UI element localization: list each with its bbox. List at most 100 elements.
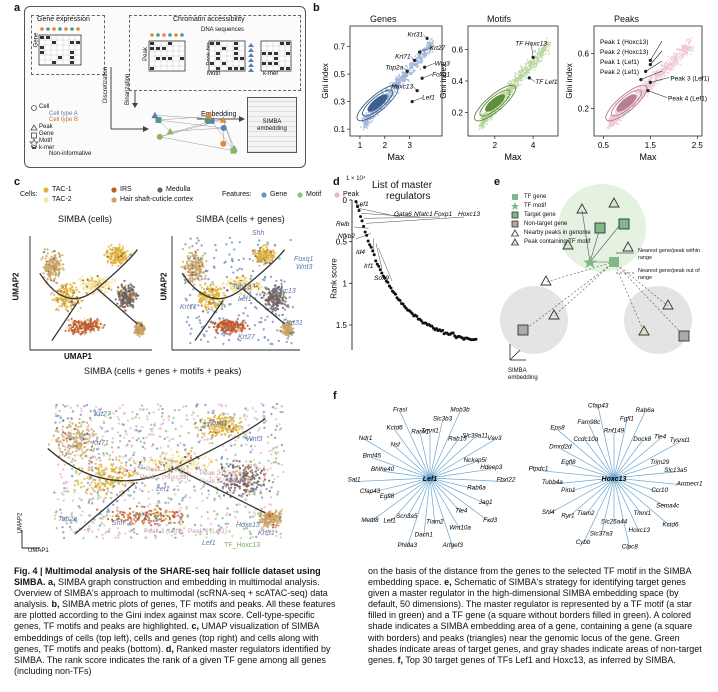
scatter-point: [514, 80, 516, 82]
scatter-point: [641, 91, 644, 94]
scatter-point: [428, 41, 431, 44]
cell-point: [57, 252, 60, 255]
cell-point: [251, 259, 255, 262]
cell-point: [241, 326, 244, 329]
scatter-point: [521, 78, 524, 81]
scatter-point: [642, 88, 645, 91]
cell-point: [216, 326, 219, 329]
cell-point: [143, 328, 147, 331]
cell-point: [79, 319, 82, 322]
cell-point: [58, 305, 61, 308]
cell-point: [49, 277, 52, 280]
cell-point: [87, 286, 90, 289]
scatter-point: [670, 68, 673, 71]
cell-point: [79, 307, 82, 310]
cell-point: [83, 291, 87, 294]
cell-point: [73, 320, 76, 323]
cell-point: [227, 328, 230, 332]
scatter-point: [370, 111, 372, 114]
cell-point: [181, 260, 185, 264]
cell-point: [131, 299, 134, 302]
scatter-point: [407, 80, 410, 83]
cell-point: [99, 280, 102, 283]
cell-point: [127, 289, 130, 293]
scatter-point: [410, 65, 413, 68]
point-label: Wnt3: [435, 60, 451, 67]
scatter-point: [681, 53, 684, 55]
cell-point: [246, 324, 249, 327]
cell-point: [266, 243, 270, 246]
cell-point: [89, 320, 92, 323]
cell-point: [123, 259, 126, 262]
cell-point: [131, 285, 134, 288]
point-label: Peak 1 (Lef1): [600, 59, 639, 66]
scatter-point: [667, 68, 670, 70]
cell-point: [258, 283, 261, 286]
scatter-point: [547, 50, 550, 53]
cell-point: [136, 323, 140, 326]
cell-point: [78, 278, 81, 281]
cell-point: [126, 250, 129, 253]
scatter-point: [653, 84, 656, 87]
scatter-point: [608, 124, 611, 127]
density-contour: [616, 94, 637, 112]
cell-point: [121, 261, 124, 264]
scatter-point: [395, 81, 398, 84]
cell-point: [54, 272, 58, 276]
scatter-point: [671, 62, 673, 65]
cell-point: [71, 325, 75, 329]
scatter-point: [365, 116, 368, 118]
cell-point: [105, 291, 109, 294]
legend-motif-feature: Motif: [306, 191, 322, 198]
legend-tac2: TAC-2: [52, 196, 72, 203]
scatter-point: [515, 77, 518, 79]
cell-point: [59, 259, 62, 262]
matrix-cell: [58, 56, 62, 59]
cell-point: [247, 288, 250, 291]
labeled-point: [420, 76, 424, 80]
cell-point: [249, 288, 252, 291]
genes-title: Genes: [370, 14, 397, 24]
cell-point: [276, 286, 280, 290]
cell-point: [207, 303, 210, 306]
graph-edge: [158, 116, 209, 121]
scatter-point: [507, 82, 510, 85]
scatter-point: [514, 82, 516, 85]
cell-point: [112, 259, 115, 262]
cell-point: [96, 285, 99, 288]
matrix-cell: [268, 62, 272, 65]
x-tick-label: 2.5: [692, 141, 704, 150]
scatter-point: [637, 94, 639, 97]
cell-point: [82, 279, 85, 282]
cell-point: [52, 261, 55, 264]
cell-point: [62, 300, 65, 303]
cell-point: [49, 266, 52, 269]
legend-peak-feature: Peak: [343, 191, 359, 198]
scatter-point: [520, 67, 523, 69]
cell-point: [217, 294, 221, 297]
scatter-point: [680, 44, 683, 47]
graph-edge: [159, 136, 234, 151]
cell-point: [137, 321, 140, 324]
scatter-point: [656, 82, 659, 85]
cell-point: [222, 291, 225, 295]
scatter-point: [690, 37, 693, 40]
matrix-cell: [286, 67, 290, 70]
scatter-point: [412, 63, 415, 66]
density-contour: [485, 94, 505, 112]
cell-point: [110, 253, 113, 256]
scatter-point: [490, 116, 492, 119]
scatter-point: [419, 62, 421, 65]
scatter-point: [621, 111, 623, 113]
scatter-point: [540, 49, 543, 52]
cell-point: [89, 323, 92, 326]
cell-point: [200, 278, 203, 281]
matrix-cell: [234, 57, 238, 60]
cell-point: [127, 287, 130, 290]
cell-point: [47, 270, 50, 273]
scatter-point: [397, 84, 400, 87]
cell-point: [270, 295, 274, 298]
y-tick-label: 0.2: [452, 108, 464, 117]
scatter-point: [685, 40, 688, 42]
scatter-point: [428, 50, 431, 52]
